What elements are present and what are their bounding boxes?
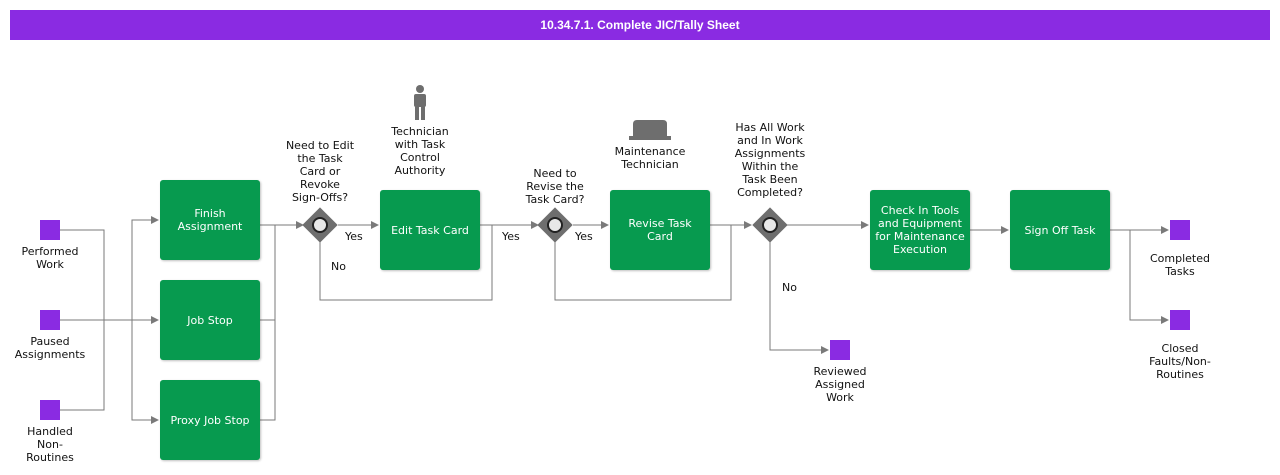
gateway-revise-question: Need to Revise the Task Card? (525, 167, 585, 206)
task-edit-task-card[interactable]: Edit Task Card (380, 190, 480, 270)
end-event-closed-faults-label: Closed Faults/Non- Routines (1149, 342, 1211, 381)
flow-label-g1-yes: Yes (345, 230, 363, 243)
role-technician-task-control: Technician with Task Control Authority (391, 125, 449, 177)
start-event-handled-non-routines (40, 400, 60, 420)
gateway-completed-question: Has All Work and In Work Assignments Wit… (734, 121, 806, 199)
connector-proxy-to-g1 (260, 221, 304, 421)
start-event-paused-assignments-label: Paused Assignments (14, 335, 86, 361)
connector-to-proxy-job-stop (131, 320, 159, 424)
connector-to-finish-assignment (104, 216, 159, 321)
flow-label-g1-no: No (331, 260, 346, 273)
task-job-stop[interactable]: Job Stop (160, 280, 260, 360)
connector-g1-no (319, 225, 493, 301)
role-maintenance-technician: Maintenance Technician (614, 145, 686, 171)
task-proxy-job-stop[interactable]: Proxy Job Stop (160, 380, 260, 460)
end-event-reviewed-assigned-work-label: Reviewed Assigned Work (813, 365, 867, 404)
connector-signoff-to-closed (1129, 230, 1169, 324)
gateway-edit-task-card (302, 207, 338, 243)
start-event-performed-work (40, 220, 60, 240)
task-check-in-tools[interactable]: Check In Tools and Equipment for Mainten… (870, 190, 970, 270)
start-event-performed-work-label: Performed Work (21, 245, 79, 271)
start-event-paused-assignments (40, 310, 60, 330)
gateway-edit-question: Need to Edit the Task Card or Revoke Sig… (285, 139, 355, 204)
connector-g3-no (769, 242, 829, 354)
connector-finish-to-g1 (260, 224, 276, 320)
connector-g2-no (554, 225, 732, 301)
end-event-completed-tasks-label: Completed Tasks (1150, 252, 1210, 278)
diagram-title: 10.34.7.1. Complete JIC/Tally Sheet (10, 10, 1270, 40)
gateway-revise-task-card (537, 207, 573, 243)
end-event-closed-faults (1170, 310, 1190, 330)
gateway-work-completed (752, 207, 788, 243)
flow-label-g2-yes: Yes (575, 230, 593, 243)
task-sign-off-task[interactable]: Sign Off Task (1010, 190, 1110, 270)
flow-label-g2-incoming-yes: Yes (502, 230, 520, 243)
task-finish-assignment[interactable]: Finish Assignment (160, 180, 260, 260)
end-event-reviewed-assigned-work (830, 340, 850, 360)
connector-performed-work (60, 229, 105, 320)
end-event-completed-tasks (1170, 220, 1190, 240)
person-icon (414, 85, 426, 120)
start-event-handled-non-routines-label: Handled Non- Routines (26, 425, 74, 464)
task-revise-task-card[interactable]: Revise Task Card (610, 190, 710, 270)
flow-label-g3-no: No (782, 281, 797, 294)
connector-handled-non-routines (60, 320, 105, 411)
workstation-icon (629, 120, 671, 140)
